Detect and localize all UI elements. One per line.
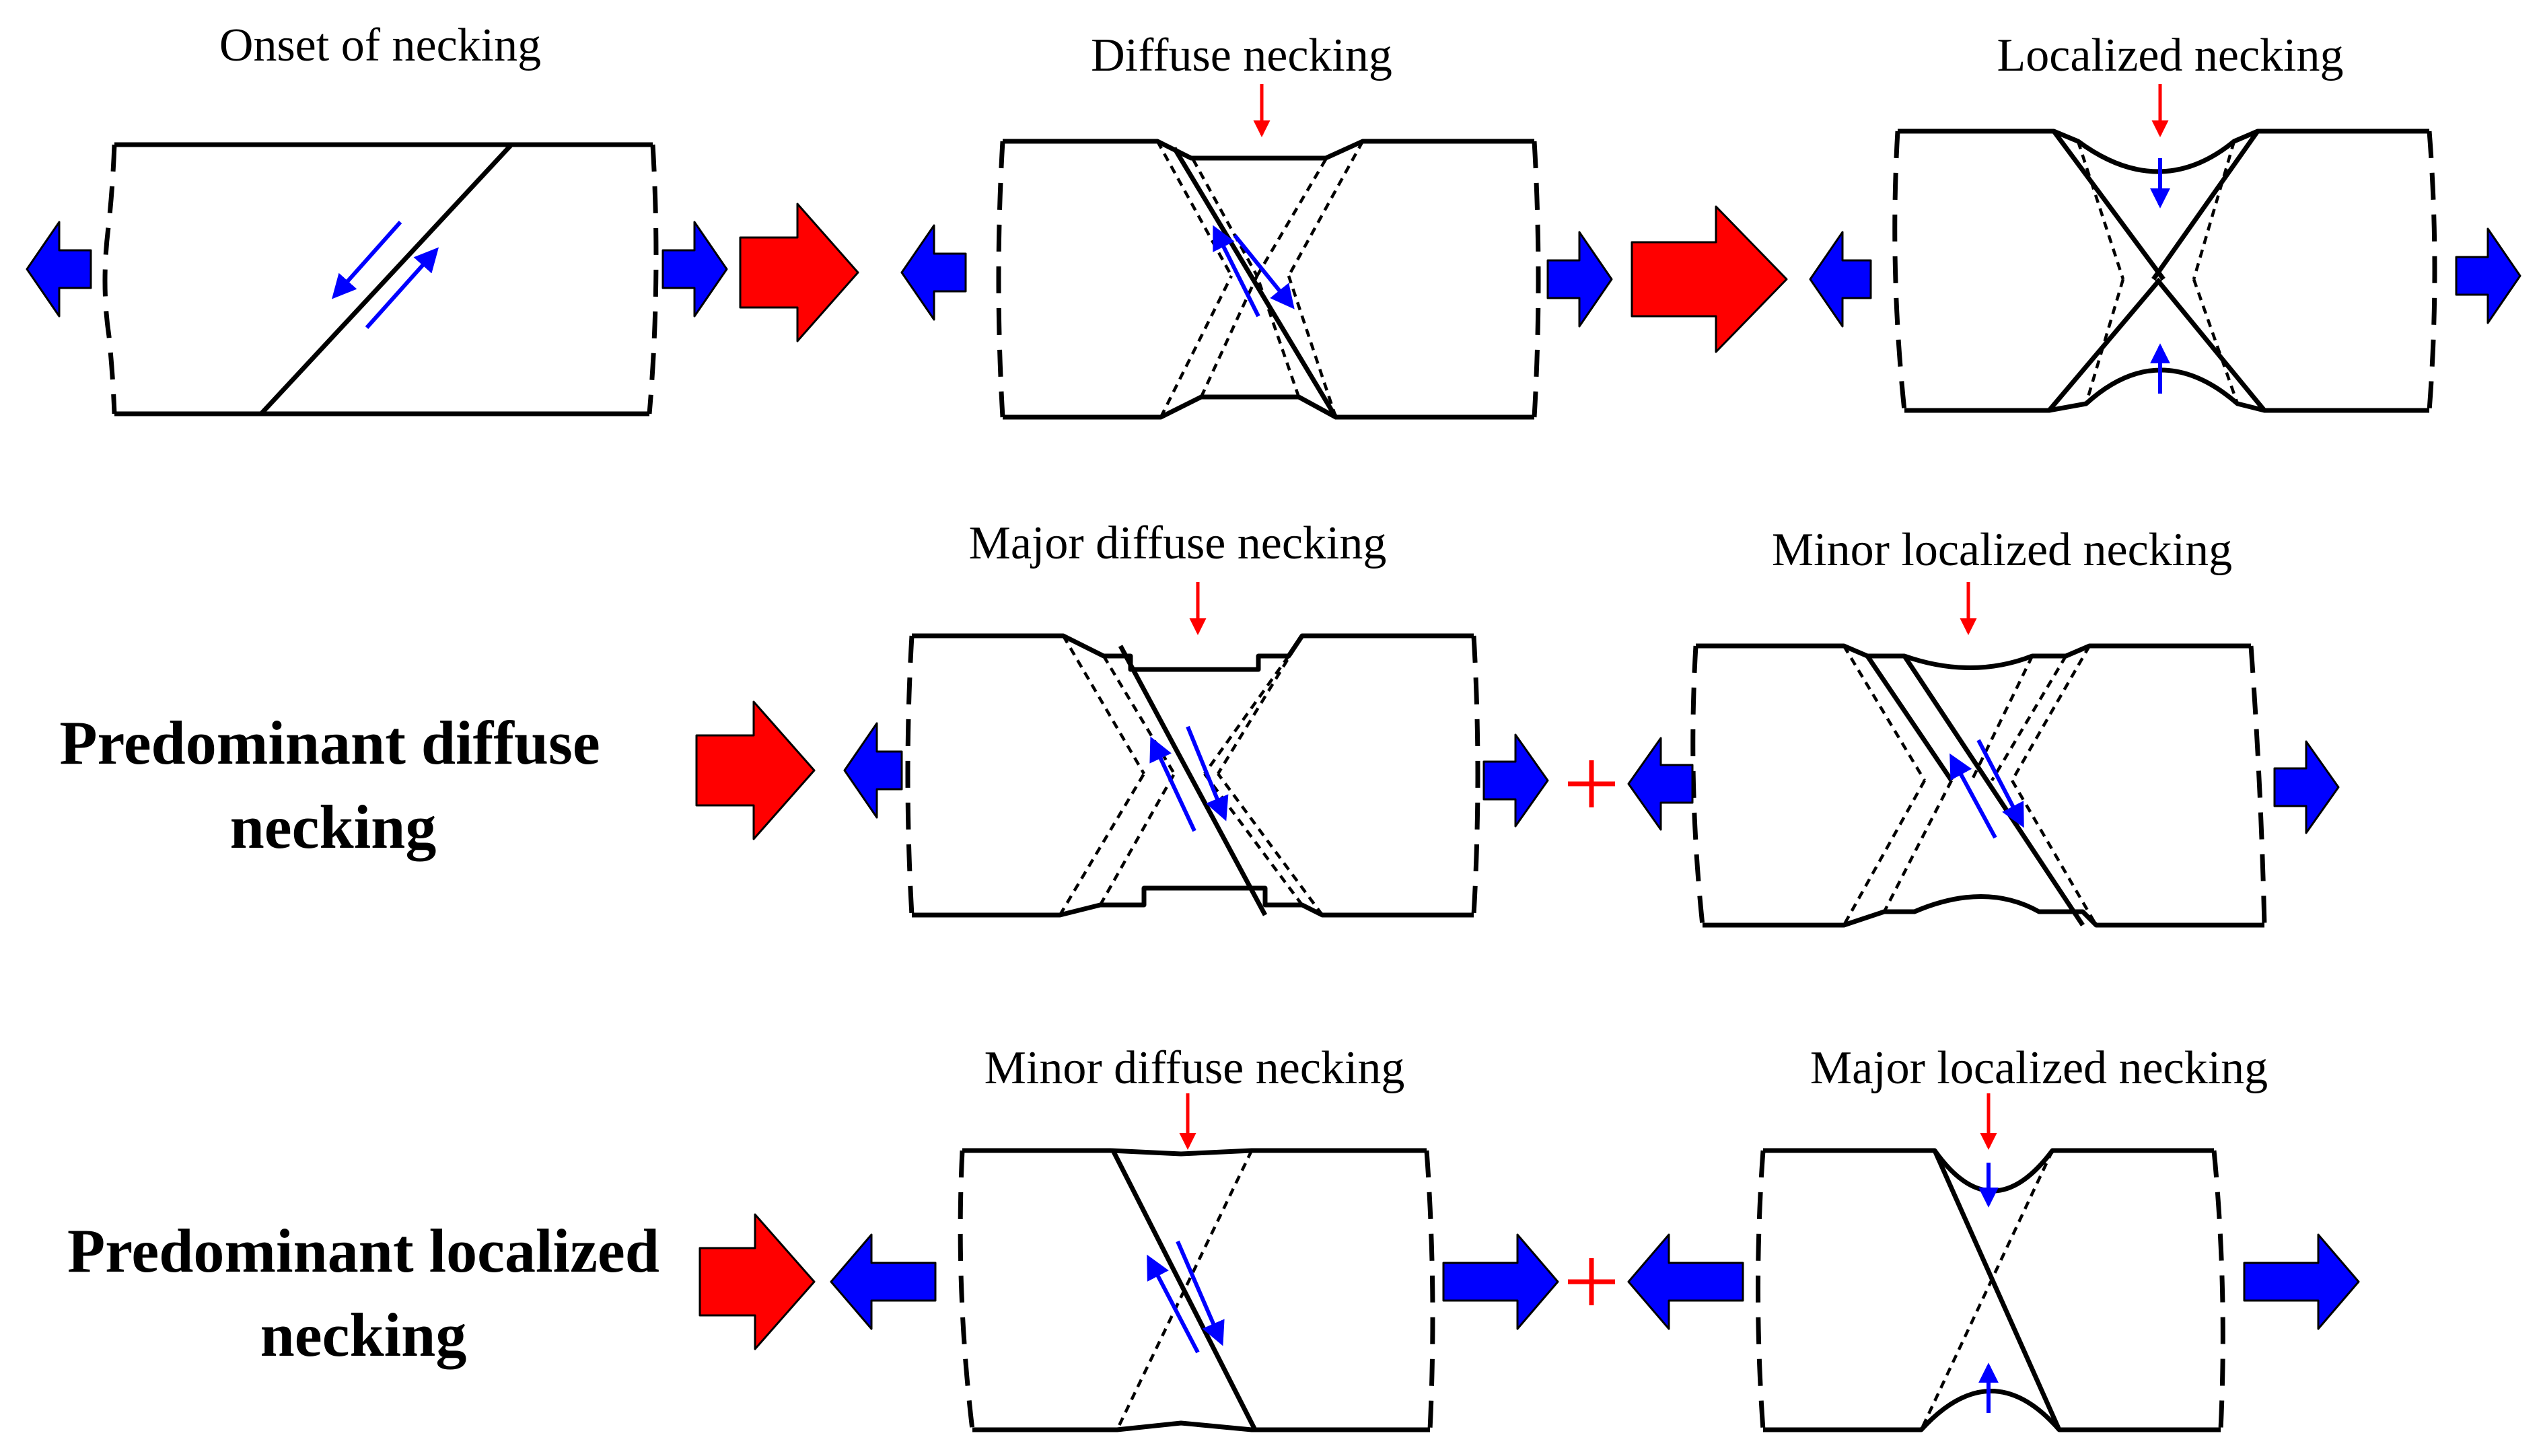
transition-arrow-icon: [695, 700, 816, 840]
transition-arrow-icon: [739, 203, 859, 342]
specimen-minor-localized: [1690, 643, 2267, 928]
plus-sign-row3: [1568, 1258, 1615, 1305]
load-arrow-right-icon: [2455, 227, 2521, 324]
load-arrow-right-icon: [1546, 231, 1613, 328]
slip-arrow-up: [365, 247, 439, 330]
label-localized-necking: Localized necking: [1997, 30, 2343, 81]
specimen-minor-diffuse: [958, 1148, 1435, 1432]
plus-sign-row2: [1568, 760, 1615, 807]
title-predominant-localized-line2: necking: [260, 1301, 467, 1369]
label-onset-of-necking: Onset of necking: [219, 20, 541, 71]
specimen-major-diffuse: [905, 633, 1480, 918]
load-arrow-right-icon: [1442, 1233, 1559, 1330]
label-minor-localized-necking: Minor localized necking: [1772, 524, 2232, 576]
load-arrow-left-icon: [830, 1233, 937, 1330]
load-arrow-right-icon: [661, 221, 728, 318]
specimen-localized: [1892, 129, 2437, 413]
title-predominant-localized-line1: Predominant localized: [67, 1216, 659, 1285]
load-arrow-left-icon: [843, 722, 903, 819]
title-predominant-diffuse-line2: necking: [230, 793, 437, 861]
label-minor-diffuse-necking: Minor diffuse necking: [985, 1042, 1405, 1094]
label-diffuse-necking: Diffuse necking: [1091, 30, 1392, 81]
load-arrow-left-icon: [1627, 737, 1694, 831]
specimen-diffuse: [996, 139, 1541, 420]
load-arrow-left-icon: [1627, 1233, 1744, 1330]
specimen-onset: [102, 142, 659, 416]
specimen-major-localized: [1756, 1148, 2225, 1432]
load-arrow-left-icon: [900, 224, 967, 321]
title-predominant-diffuse-line1: Predominant diffuse: [59, 708, 600, 777]
load-arrow-left-icon: [1809, 231, 1872, 328]
label-major-localized-necking: Major localized necking: [1810, 1042, 2268, 1094]
load-arrow-right-icon: [2243, 1233, 2360, 1330]
load-arrow-right-icon: [1482, 733, 1549, 828]
transition-arrow-icon: [699, 1213, 816, 1350]
load-arrow-left-icon: [26, 221, 92, 318]
transition-arrow-icon: [1631, 205, 1788, 353]
label-major-diffuse-necking: Major diffuse necking: [969, 517, 1387, 569]
arrows-layer: [26, 203, 2521, 1350]
load-arrow-right-icon: [2273, 740, 2340, 834]
slip-arrow-down: [332, 221, 402, 299]
